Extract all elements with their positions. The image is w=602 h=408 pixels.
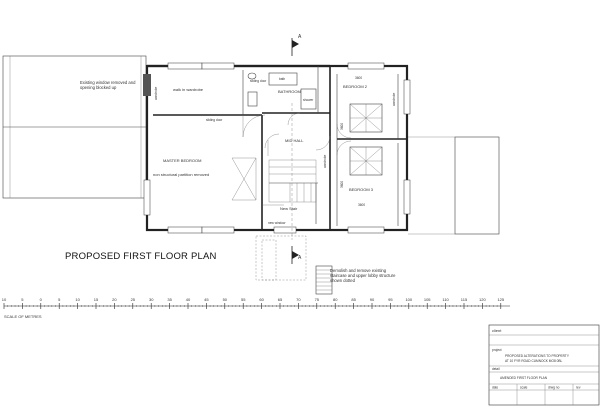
label-mid-hall: MID HALL bbox=[285, 138, 304, 143]
scale-tick-label: 10 bbox=[75, 297, 80, 302]
new-stair bbox=[267, 103, 317, 240]
tb-cell-drwg-no: drwg no bbox=[548, 386, 560, 390]
scale-tick-label: 0 bbox=[40, 297, 43, 302]
label-bedroom3: BEDROOM 3 bbox=[349, 187, 374, 192]
dimension-3: 3600 bbox=[340, 123, 344, 130]
label-new-window: new window bbox=[268, 221, 286, 225]
label-bath: bath bbox=[279, 77, 285, 81]
tb-detail-label: detail bbox=[492, 367, 500, 371]
scale-tick-label: 30 bbox=[149, 297, 154, 302]
scale-tick-label: 95 bbox=[388, 297, 393, 302]
scale-tick-label: 40 bbox=[186, 297, 191, 302]
label-bathroom: BATHROOM bbox=[278, 89, 301, 94]
scale-tick-label: 75 bbox=[315, 297, 320, 302]
dimension-2: 3600 bbox=[358, 203, 365, 207]
scale-tick-label: 120 bbox=[479, 297, 486, 302]
label-wardrobe-3: wardrobe bbox=[392, 92, 396, 106]
scale-tick-label: 15 bbox=[94, 297, 99, 302]
scale-tick-label: 5 bbox=[58, 297, 61, 302]
tb-client-label: client bbox=[492, 328, 502, 333]
label-wardrobe-1: wardrobe bbox=[154, 86, 158, 100]
scale-tick-label: 90 bbox=[370, 297, 375, 302]
plan-title: PROPOSED FIRST FLOOR PLAN bbox=[65, 251, 217, 262]
tb-project-line1: PROPOSED ALTERATIONS TO PROPERTY bbox=[505, 354, 570, 358]
section-marker-bottom bbox=[291, 246, 299, 264]
label-wardrobe-2: wardrobe bbox=[323, 154, 327, 168]
tb-cell-date: date bbox=[492, 386, 498, 390]
title-block bbox=[488, 324, 600, 406]
scale-tick-label: 100 bbox=[405, 297, 412, 302]
label-walk-in-wardrobe: walk in wardrobe bbox=[173, 87, 204, 92]
scale-tick-label: 70 bbox=[296, 297, 301, 302]
label-bedroom2: BEDROOM 2 bbox=[343, 84, 368, 89]
scale-tick-label: 60 bbox=[259, 297, 264, 302]
tb-project-line2: AT 10 FYR ROAD CUMNOCK MO8 0BL bbox=[505, 359, 562, 363]
scale-tick-label: 85 bbox=[351, 297, 356, 302]
door-swings bbox=[242, 112, 352, 156]
tb-detail-value: AMENDED FIRST FLOOR PLAN bbox=[500, 376, 548, 380]
scale-tick-label: 10 bbox=[2, 297, 7, 302]
left-roof-outline bbox=[2, 55, 147, 199]
scale-tick-label: 125 bbox=[497, 297, 504, 302]
tb-cell-rev: rev bbox=[576, 386, 581, 390]
scale-tick-label: 35 bbox=[167, 297, 172, 302]
scale-tick-label: 25 bbox=[131, 297, 136, 302]
scale-tick-label: 110 bbox=[442, 297, 449, 302]
section-marker-top bbox=[291, 38, 299, 56]
label-shower: shower bbox=[303, 98, 314, 102]
label-sliding-door-2: sliding door bbox=[206, 118, 223, 122]
scale-tick-label: 5 bbox=[21, 297, 24, 302]
scale-tick-label: 115 bbox=[461, 297, 468, 302]
scale-tick-label: 55 bbox=[241, 297, 246, 302]
label-new-stair: New Stair bbox=[280, 206, 298, 211]
scale-tick-label: 50 bbox=[223, 297, 228, 302]
bathroom-fixtures bbox=[247, 72, 317, 110]
scale-tick-label: 105 bbox=[424, 297, 431, 302]
section-label-top: A bbox=[298, 34, 302, 40]
scale-tick-label: 45 bbox=[204, 297, 209, 302]
dimension-1: 3600 bbox=[355, 76, 362, 80]
scale-tick-label: 65 bbox=[278, 297, 283, 302]
note-partition-removed: non structural partition removed bbox=[153, 172, 209, 177]
scale-tick-label: 80 bbox=[333, 297, 338, 302]
tb-project-label: project bbox=[492, 348, 502, 352]
windows bbox=[143, 62, 411, 234]
note-window-removed: Existing window removed and opening bloc… bbox=[80, 80, 135, 90]
internal-walls bbox=[153, 66, 407, 230]
note-demolish: Demolish and remove existing staircase a… bbox=[330, 268, 395, 283]
dimension-4: 3600 bbox=[340, 181, 344, 188]
label-master-bedroom: MASTER BEDROOM bbox=[163, 158, 201, 163]
scale-bar bbox=[3, 303, 510, 309]
scale-label: SCALE OF METRES bbox=[4, 314, 42, 319]
right-roof-outline bbox=[408, 136, 500, 235]
scale-tick-label: 20 bbox=[112, 297, 117, 302]
demolished-stair bbox=[255, 235, 333, 295]
label-sliding-door-1: sliding door bbox=[250, 79, 267, 83]
section-label-bottom: A bbox=[298, 255, 302, 261]
beds bbox=[231, 103, 383, 201]
tb-cell-scale: scale bbox=[520, 386, 528, 390]
